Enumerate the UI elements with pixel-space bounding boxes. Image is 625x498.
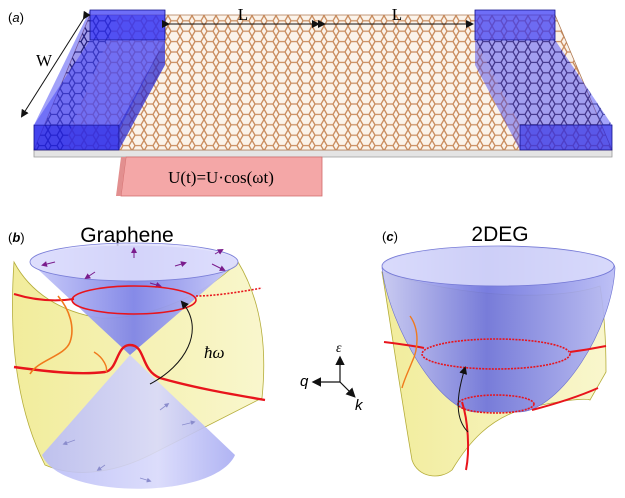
- panel-a: (a) U(t)=U·cos(ωt) W: [8, 5, 613, 197]
- spin-arrow-lower: [62, 439, 76, 446]
- spin-arrow: [174, 261, 187, 268]
- spin-arrow: [149, 281, 162, 288]
- panel-a-label: (a): [8, 10, 24, 25]
- 2deg-paraboloid-rim: [381, 245, 615, 287]
- spin-arrow-lower: [139, 477, 152, 483]
- photon-energy-label: ħω: [204, 343, 225, 362]
- gate-electrode-side: [116, 157, 126, 196]
- 2deg-sheet-curve-lower-right: [531, 387, 599, 411]
- sheet-curve-orange-2: [93, 351, 108, 373]
- sheet-curve-orange: [29, 295, 73, 375]
- spin-arrow: [211, 263, 226, 271]
- spin-arrow-lower: [181, 420, 196, 426]
- energy-axis-label: ε: [336, 341, 342, 356]
- photon-transition-arrow: [149, 300, 193, 385]
- spin-arrow-lower: [96, 464, 106, 471]
- panel-c-title: 2DEG: [471, 223, 528, 246]
- lower-dirac-cone: [42, 355, 235, 489]
- width-dimension-arrow: [20, 10, 91, 118]
- width-label: W: [36, 51, 53, 70]
- panel-b-title: Graphene: [80, 224, 173, 247]
- length-label-right: L: [392, 5, 402, 24]
- 2deg-sheet-curve-orange: [401, 315, 418, 389]
- q-axis-label: q: [300, 373, 309, 390]
- 2deg-upper-ellipse: [421, 338, 571, 370]
- k-axis-label: k: [355, 397, 364, 414]
- panel-b: (b) Graphene ħω: [8, 224, 266, 489]
- spin-arrow: [84, 271, 96, 280]
- sheet-curve-upper: [13, 293, 75, 302]
- 2deg-transition-arrow: [457, 366, 469, 433]
- sheet-curve-upper-right: [195, 287, 263, 297]
- substrate-slab: [33, 149, 613, 158]
- 2deg-sheet-curve-upper-right: [569, 345, 607, 353]
- 2deg-sheet-curve-lower: [461, 401, 470, 471]
- axes-triad: ε q k: [300, 341, 364, 414]
- gate-formula: U(t)=U·cos(ωt): [168, 168, 274, 187]
- panel-c-label: (c): [382, 229, 398, 244]
- panel-b-label: (b): [8, 230, 25, 245]
- sheet-curve-lower: [13, 343, 266, 402]
- spin-arrow: [214, 249, 224, 255]
- k-axis: [339, 381, 356, 398]
- panel-c: (c) 2DEG: [381, 223, 616, 477]
- spin-arrow: [41, 261, 56, 267]
- 2deg-sheet-curve-upper-left: [383, 341, 425, 349]
- spin-arrow-lower: [159, 403, 170, 411]
- right-contact: [474, 9, 613, 151]
- length-label-left: L: [238, 5, 248, 24]
- upper-cone-rim: [29, 242, 239, 282]
